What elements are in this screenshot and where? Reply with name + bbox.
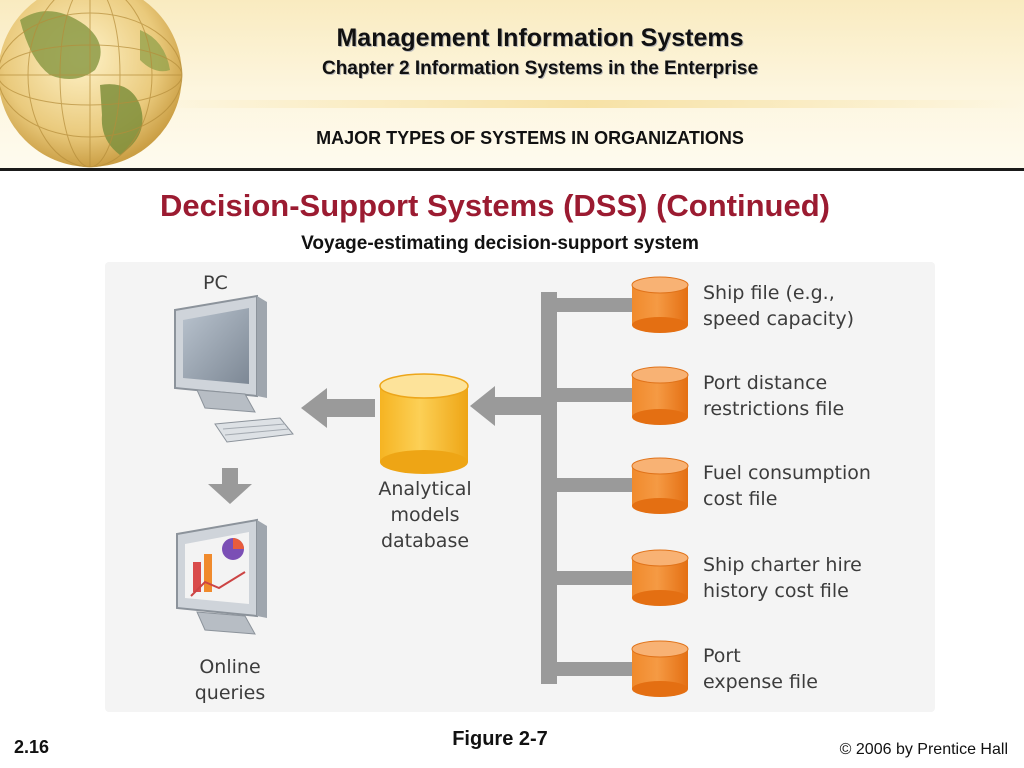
file-cylinder-icon bbox=[631, 366, 689, 425]
file-cylinder-icon bbox=[631, 457, 689, 514]
arrow-files-to-database bbox=[470, 386, 542, 426]
file-cylinder-icon bbox=[631, 549, 689, 606]
monitor-chart-icon bbox=[176, 518, 267, 635]
file-label: Ship charter hire history cost file bbox=[703, 554, 862, 602]
header-divider bbox=[0, 168, 1024, 171]
file-label: Fuel consumption cost file bbox=[703, 462, 871, 510]
file-label: Port distance restrictions file bbox=[703, 372, 845, 420]
online-queries-label: Online queries bbox=[194, 656, 266, 704]
header-band bbox=[150, 100, 1024, 108]
section-title: MAJOR TYPES OF SYSTEMS IN ORGANIZATIONS bbox=[316, 128, 744, 148]
chapter-title: Chapter 2 Information Systems in the Ent… bbox=[321, 58, 759, 79]
file-label: Ship file (e.g., speed capacity) bbox=[703, 282, 855, 330]
globe-icon bbox=[0, 0, 183, 168]
slide-number: 2.16 bbox=[14, 737, 50, 757]
file-bus-connector bbox=[541, 292, 635, 684]
arrow-database-to-pc bbox=[301, 388, 375, 428]
slide-title: Decision-Support Systems (DSS) (Continue… bbox=[160, 188, 830, 223]
pc-label: PC bbox=[203, 272, 228, 294]
voyage-dss-diagram: PC Online queries Analytical models data… bbox=[105, 262, 935, 712]
copyright-notice: © 2006 by Prentice Hall bbox=[839, 741, 1008, 758]
file-label: Port expense file bbox=[703, 645, 818, 693]
computer-monitor-icon bbox=[174, 294, 294, 443]
database-cylinder-icon bbox=[379, 373, 469, 474]
figure-caption: Figure 2-7 bbox=[452, 728, 548, 750]
file-cylinder-icon bbox=[631, 640, 689, 697]
slide-subtitle: Voyage-estimating decision-support syste… bbox=[301, 233, 699, 254]
file-cylinder-icon bbox=[631, 276, 689, 333]
slide-header: Management Information Systems Chapter 2… bbox=[0, 0, 1024, 168]
course-title: Management Information Systems bbox=[336, 24, 744, 52]
arrow-pc-to-online-queries bbox=[208, 468, 252, 504]
database-label: Analytical models database bbox=[378, 478, 472, 552]
